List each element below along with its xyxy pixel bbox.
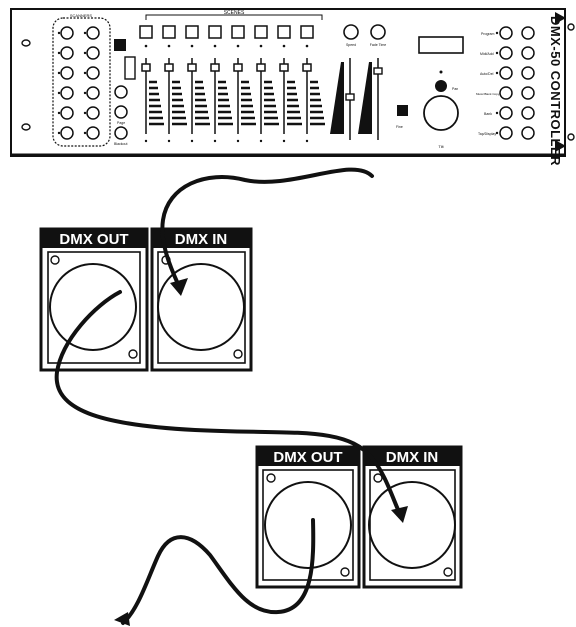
fine-button xyxy=(397,105,408,116)
fade-knob xyxy=(370,24,386,40)
speed-knob xyxy=(343,24,359,40)
scenes-header: SCENES xyxy=(145,10,323,20)
fixture-1-dmx-out-label: DMX OUT xyxy=(59,231,128,248)
page-button xyxy=(114,39,126,51)
tilt-jog-wheel xyxy=(423,95,459,131)
left-control-buttons: Page Blackout xyxy=(114,39,136,146)
auto-del-label: Auto/Del xyxy=(480,72,494,76)
display-section: Pan Fine Tilt xyxy=(396,36,464,149)
bank-label: Bank xyxy=(484,112,492,116)
midi-add-label: Midi/Add xyxy=(480,52,494,56)
scenes-label: SCENES xyxy=(224,10,245,16)
arrow-fixture-2-in xyxy=(391,506,408,523)
music-bank-copy-label: Music/Bank Copy xyxy=(476,92,500,96)
pan-label: Pan xyxy=(452,87,458,91)
fixture-2-in-socket xyxy=(368,481,456,569)
fixture-2-dmx-out: DMX OUT xyxy=(255,445,361,589)
page-button-label: Page xyxy=(117,121,125,125)
program-label: Program xyxy=(481,32,495,36)
fixture-1-dmx-in: DMX IN xyxy=(150,227,253,372)
brand-text: DMX-50 CONTROLLER xyxy=(548,16,563,166)
lcd-small xyxy=(124,56,136,80)
fixture-2-dmx-out-label: DMX OUT xyxy=(273,449,342,466)
pan-knob xyxy=(435,80,447,92)
rack-mount-holes xyxy=(21,23,575,141)
lcd-display xyxy=(418,36,464,54)
fixture-1-dmx-out: DMX OUT xyxy=(39,227,149,372)
scanner-buttons: SCANNERS xyxy=(52,13,111,147)
speed-fade-section: Speed Fade Time xyxy=(330,24,387,140)
scene-buttons xyxy=(139,25,314,39)
cable-arrowheads xyxy=(114,278,408,626)
fixture-1-dmx-in-label: DMX IN xyxy=(175,231,228,248)
fixture-2-dmx-in-label: DMX IN xyxy=(386,449,439,466)
cable-fixture-1-to-fixture-2 xyxy=(54,290,401,514)
fixture-1: DMX OUT DMX IN xyxy=(39,227,253,372)
arrow-fixture-1-in xyxy=(170,278,188,296)
cable-fixture-2-output xyxy=(121,518,316,625)
speed-scale xyxy=(330,62,344,134)
tap-display-label: Tap/Display xyxy=(478,132,496,136)
fixture-1-in-socket xyxy=(157,263,245,351)
right-control-buttons: Program Midi/Add Auto/Del Music/Bank Cop… xyxy=(476,26,535,140)
tilt-label: Tilt xyxy=(438,144,444,149)
scene-leds xyxy=(144,44,309,48)
channel-faders xyxy=(141,58,325,143)
controller-brand: DMX-50 CONTROLLER xyxy=(548,12,566,166)
fixture-2-out-socket xyxy=(264,481,352,569)
blackout-button-label: Blackout xyxy=(114,142,127,146)
fade-knob-label: Fade Time xyxy=(370,43,387,47)
speed-knob-label: Speed xyxy=(346,43,356,47)
fixture-1-out-socket xyxy=(49,263,137,351)
fade-scale xyxy=(358,62,372,134)
dmx-controller: SCANNERS xyxy=(10,8,575,166)
fixture-2: DMX OUT DMX IN xyxy=(255,445,463,589)
dmx-cables xyxy=(54,167,401,625)
fine-label: Fine xyxy=(396,125,403,129)
cable-controller-to-fixture-1 xyxy=(160,167,374,286)
scanners-label: SCANNERS xyxy=(70,13,93,18)
arrow-output xyxy=(114,612,130,626)
